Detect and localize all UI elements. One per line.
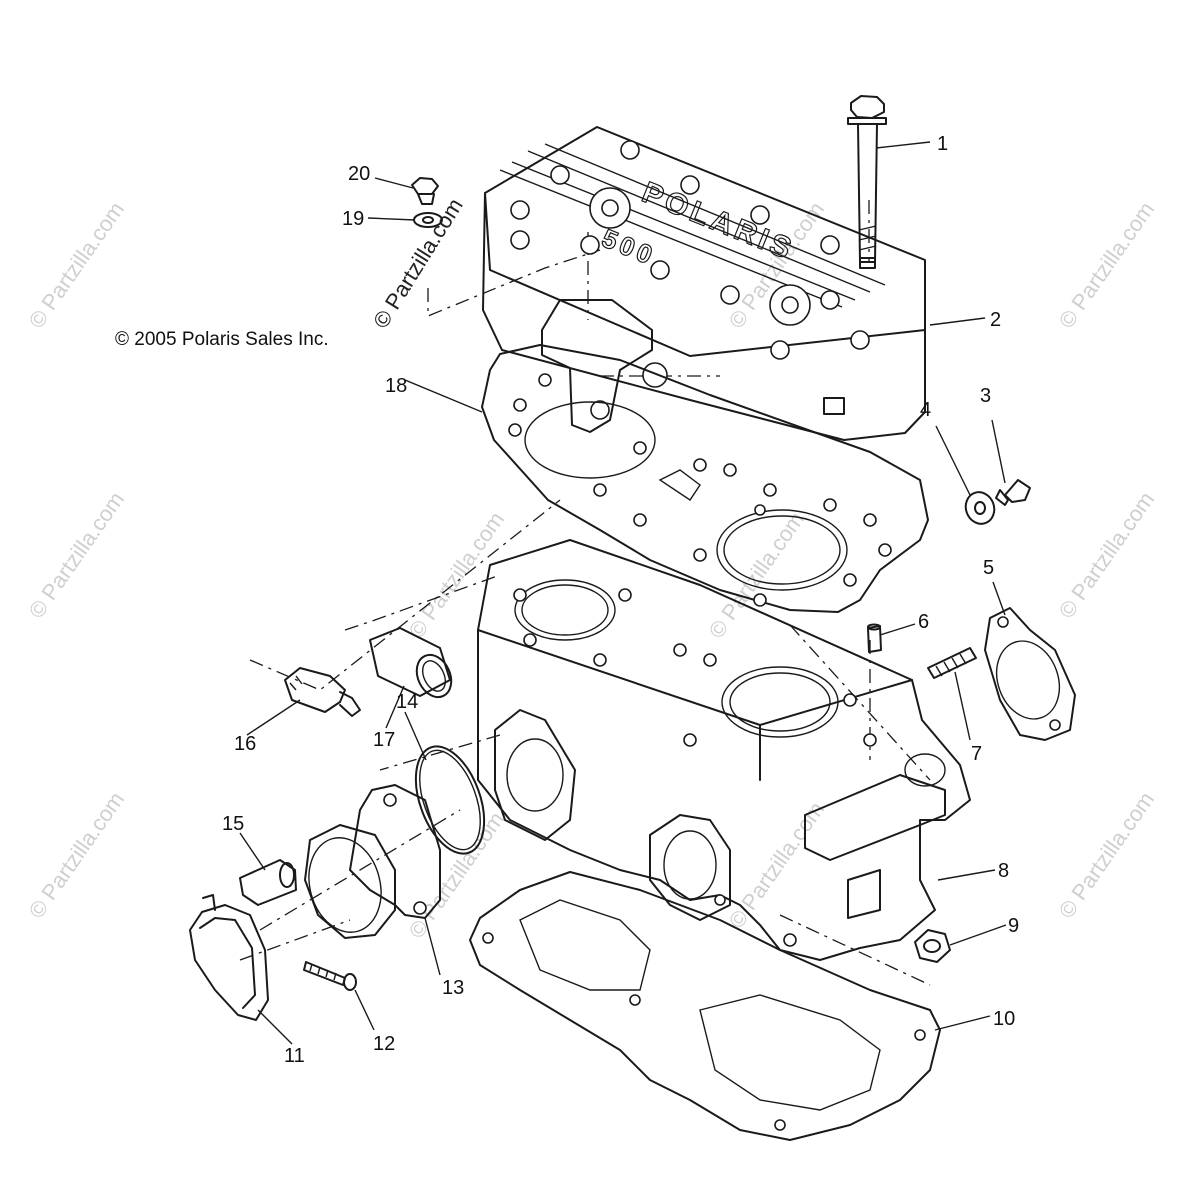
bolt [847,95,887,269]
hose-clamp [189,894,269,1021]
flange-bolt [995,479,1031,506]
callout-labels: 1 2 3 4 5 6 7 8 9 10 11 12 13 14 15 16 1… [222,133,1019,1067]
callout-10: 10 [993,1008,1015,1030]
o-ring [414,745,486,855]
callout-1: 1 [937,133,948,155]
watermark: © Partzilla.com [24,487,130,623]
callout-15: 15 [222,813,244,835]
watermark: © Partzilla.com [404,507,510,643]
watermark: © Partzilla.com [1054,487,1160,623]
watermark: © Partzilla.com [1054,197,1160,333]
watermark: © Partzilla.com [404,807,510,943]
leader-lines [239,141,1007,1045]
temperature-sensor [284,667,361,717]
cover-lettering: POLARIS [637,176,799,267]
watermark: © Partzilla.com [704,507,810,643]
callout-14: 14 [396,691,418,713]
callout-8: 8 [998,860,1009,882]
callout-3: 3 [980,385,991,407]
callout-6: 6 [918,611,929,633]
bushing [239,859,297,906]
callout-12: 12 [373,1033,395,1055]
callout-2: 2 [990,309,1001,331]
watermark: © Partzilla.com [24,197,130,333]
bleed-screw [411,177,439,205]
cylinder-block [477,539,971,961]
dowel-pin [867,623,882,653]
watermark: © Partzilla.com [24,787,130,923]
callout-17: 17 [373,729,395,751]
callout-13: 13 [442,977,464,999]
exhaust-manifold [304,784,441,939]
flange-nut [914,929,951,963]
base-gasket [469,871,941,1141]
copyright-text: © 2005 Polaris Sales Inc. [115,329,329,350]
screw [303,961,357,991]
stud [927,647,977,679]
flat-washer [964,491,996,525]
callout-7: 7 [971,743,982,765]
alignment-lines [239,200,931,986]
callout-16: 16 [234,733,256,755]
watermark: © Partzilla.com [724,797,830,933]
callout-9: 9 [1008,915,1019,937]
callout-4: 4 [920,399,931,421]
callout-5: 5 [983,557,994,579]
callout-18: 18 [385,375,407,397]
callout-19: 19 [342,208,364,230]
thermostat [369,627,453,699]
callout-11: 11 [284,1045,305,1067]
callout-20: 20 [348,163,370,185]
watermark: © Partzilla.com [1054,787,1160,923]
exhaust-gasket [984,607,1076,741]
head-gasket [481,344,929,613]
